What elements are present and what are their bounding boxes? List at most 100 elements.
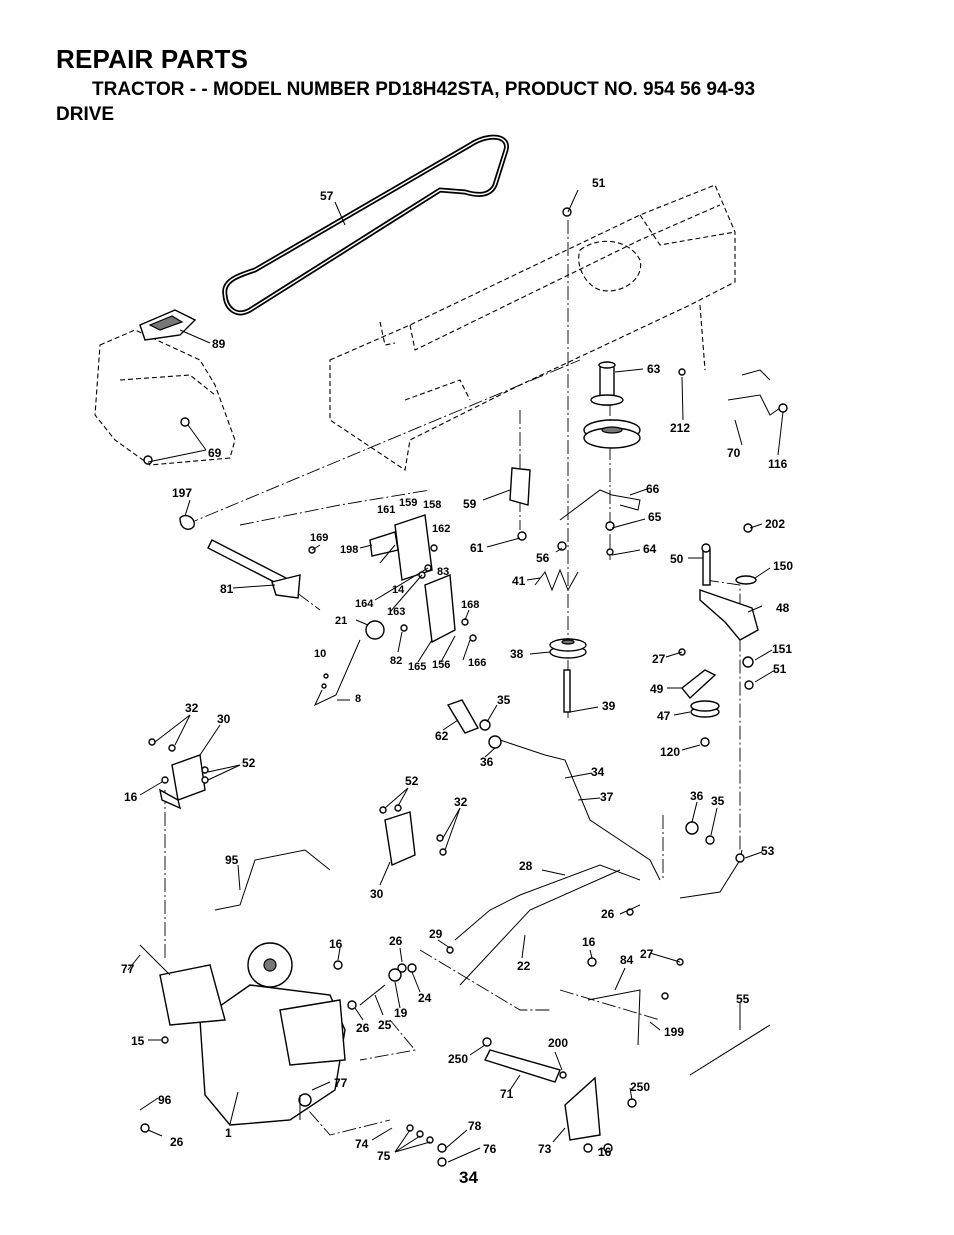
callout-166: 166 xyxy=(468,657,486,669)
callout-39: 39 xyxy=(602,699,616,713)
callout-61: 61 xyxy=(470,541,484,555)
callout-83: 83 xyxy=(437,566,449,578)
callout-28: 28 xyxy=(519,859,533,873)
callout-52-mid: 52 xyxy=(405,774,419,788)
callout-202: 202 xyxy=(765,517,785,531)
callout-169: 169 xyxy=(310,532,328,544)
callout-158: 158 xyxy=(423,499,441,511)
callout-197: 197 xyxy=(172,486,192,500)
callout-57: 57 xyxy=(320,189,334,203)
callout-168: 168 xyxy=(461,599,479,611)
callout-84: 84 xyxy=(620,953,634,967)
rod-53 xyxy=(679,849,743,899)
callout-65: 65 xyxy=(648,510,662,524)
callout-47: 47 xyxy=(657,709,671,723)
lever-8 xyxy=(313,639,361,707)
callout-50: 50 xyxy=(670,552,684,566)
cover-89 xyxy=(139,309,197,341)
front-body-outline xyxy=(94,329,236,466)
callout-78: 78 xyxy=(468,1119,482,1133)
callout-161: 161 xyxy=(377,504,395,516)
callout-49: 49 xyxy=(650,682,664,696)
idler-pulley-47 xyxy=(681,669,720,718)
callout-74: 74 xyxy=(355,1137,369,1151)
callout-26-right: 26 xyxy=(601,907,615,921)
callout-212: 212 xyxy=(670,421,690,435)
callout-96: 96 xyxy=(158,1093,172,1107)
spring-55 xyxy=(689,1024,771,1076)
spring-clip-41 xyxy=(534,568,579,592)
callout-59: 59 xyxy=(463,497,477,511)
pulley-63 xyxy=(583,361,641,449)
callout-77-mid: 77 xyxy=(334,1076,348,1090)
callout-26-mid: 26 xyxy=(389,934,403,948)
callout-36-right: 36 xyxy=(690,789,704,803)
rod-34 xyxy=(499,739,661,881)
shaft-81 xyxy=(179,514,301,599)
bracket-assembly-158 xyxy=(369,514,433,581)
callout-48: 48 xyxy=(776,601,790,615)
bracket-165 xyxy=(424,574,456,644)
rod-70 xyxy=(727,369,781,416)
callout-30-mid: 30 xyxy=(370,887,384,901)
callout-53: 53 xyxy=(761,844,775,858)
callout-16-left: 16 xyxy=(124,790,138,804)
callout-41: 41 xyxy=(512,574,526,588)
callout-14: 14 xyxy=(392,584,405,596)
callout-35-top: 35 xyxy=(497,693,511,707)
callout-8: 8 xyxy=(355,693,361,705)
callout-27-right: 27 xyxy=(652,652,666,666)
callout-19: 19 xyxy=(394,1006,408,1020)
callout-198: 198 xyxy=(340,544,358,556)
callout-77-left: 77 xyxy=(121,962,135,976)
belt-57 xyxy=(222,134,509,316)
callout-250-right: 250 xyxy=(630,1080,650,1094)
callout-76: 76 xyxy=(483,1142,497,1156)
rod-95 xyxy=(214,849,331,911)
callout-15: 15 xyxy=(131,1034,145,1048)
callout-163: 163 xyxy=(387,606,405,618)
rod-59 xyxy=(509,467,531,506)
page-number: 34 xyxy=(459,1168,478,1187)
rod-66 xyxy=(559,489,641,521)
callout-64: 64 xyxy=(643,542,657,556)
callout-56: 56 xyxy=(536,551,550,565)
callout-32-left: 32 xyxy=(185,701,199,715)
bracket-30-top xyxy=(159,754,206,810)
callout-81: 81 xyxy=(220,582,234,596)
callout-164: 164 xyxy=(355,598,374,610)
callout-38: 38 xyxy=(510,647,524,661)
callout-66: 66 xyxy=(646,482,660,496)
model-subtitle: TRACTOR - - MODEL NUMBER PD18H42STA, PRO… xyxy=(92,79,756,100)
callout-250-left: 250 xyxy=(448,1052,468,1066)
callout-150: 150 xyxy=(773,559,793,573)
callout-51-top: 51 xyxy=(592,176,606,190)
callout-16-mid: 16 xyxy=(329,937,343,951)
bracket-73 xyxy=(564,1076,601,1141)
callout-51-right: 51 xyxy=(773,662,787,676)
callout-55: 55 xyxy=(736,992,750,1006)
callout-151: 151 xyxy=(772,642,792,656)
bracket-71 xyxy=(484,1049,561,1083)
callout-159: 159 xyxy=(399,497,417,509)
callout-27-lower: 27 xyxy=(640,947,654,961)
leader-lines xyxy=(127,189,784,1163)
callout-199: 199 xyxy=(664,1025,684,1039)
spacer-62 xyxy=(446,699,480,734)
callout-120: 120 xyxy=(660,745,680,759)
callout-24: 24 xyxy=(418,991,432,1005)
callout-70: 70 xyxy=(727,446,741,460)
callout-75: 75 xyxy=(377,1149,391,1163)
tractor-frame xyxy=(329,184,736,471)
callout-62: 62 xyxy=(435,729,449,743)
callout-82: 82 xyxy=(390,655,402,667)
callout-16-bottom: 16 xyxy=(598,1145,612,1159)
callout-69: 69 xyxy=(208,446,222,460)
bracket-30-mid xyxy=(384,811,416,867)
idler-bracket-48 xyxy=(699,549,759,641)
callout-26-spring: 26 xyxy=(356,1021,370,1035)
callout-32-mid: 32 xyxy=(454,795,468,809)
callout-labels: 57 51 89 69 63 212 70 116 197 161 159 15… xyxy=(121,176,793,1163)
callout-95: 95 xyxy=(225,853,239,867)
callout-29: 29 xyxy=(429,927,443,941)
